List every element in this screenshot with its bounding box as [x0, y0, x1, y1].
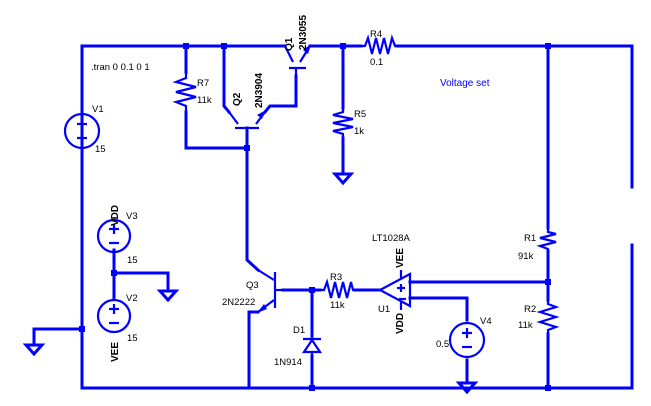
wire-q2-emitter-q1-base — [262, 74, 298, 115]
wire-opamp-noninverting — [408, 296, 469, 322]
wire-q2-collector — [222, 44, 232, 115]
q1-name: Q1 — [284, 37, 295, 51]
junction-dot — [340, 43, 346, 49]
junction-dot — [545, 43, 551, 49]
diode-d1-icon — [301, 336, 323, 356]
q2-name: Q2 — [232, 92, 243, 106]
d1-model: 1N914 — [274, 357, 302, 368]
resistor-r5-icon — [332, 108, 354, 138]
r3-value: 11k — [330, 300, 345, 311]
r3-name: R3 — [330, 272, 342, 283]
wire-top-rail — [80, 44, 279, 117]
r5-name: R5 — [354, 109, 366, 120]
q3-name: Q3 — [246, 280, 259, 291]
wire-supply-ground — [112, 271, 170, 292]
source-v4-icon — [448, 321, 486, 359]
v2-value: 15 — [127, 333, 138, 344]
vee-net-label: VEE — [110, 342, 121, 362]
wire-r7-bottom — [184, 110, 249, 150]
v3-name: V3 — [126, 211, 138, 222]
resistor-r3-icon — [320, 278, 355, 299]
transistor-q2-icon — [228, 110, 266, 130]
v1-name: V1 — [92, 104, 104, 115]
u1-model: LT1028A — [372, 233, 411, 244]
v4-name: V4 — [480, 316, 492, 327]
transistor-q1-icon — [275, 44, 318, 76]
transistor-q3-icon — [257, 269, 283, 313]
junction-dot — [221, 43, 227, 49]
junction-dot — [545, 385, 551, 391]
spice-directive[interactable]: .tran 0 0.1 0 1 — [91, 62, 150, 73]
vdd-net-label: VDD — [110, 205, 121, 226]
r4-name: R4 — [370, 29, 382, 40]
resistor-r1-icon — [536, 228, 557, 251]
junction-dot — [79, 326, 85, 332]
junction-dot — [309, 287, 315, 293]
resistor-r4-icon — [361, 34, 397, 55]
ground-symbols — [22, 172, 479, 395]
wire-q3-emitter — [247, 310, 260, 390]
source-v2-icon — [96, 298, 132, 334]
ground-icon — [455, 381, 479, 395]
annotation-text: Voltage set — [440, 78, 490, 89]
opamp-u1-icon — [377, 270, 412, 310]
wire-q2-base-q3-collector — [245, 126, 261, 273]
q2-model: 2N3904 — [254, 73, 265, 108]
junction-dots — [79, 43, 551, 391]
junction-dot — [244, 145, 250, 151]
v2-name: V2 — [126, 293, 138, 304]
source-v1-icon — [63, 112, 101, 152]
wire-bottom-rail — [80, 148, 634, 390]
wires — [32, 44, 634, 390]
u1-vdd-pin-label: VDD — [395, 313, 406, 334]
u1-name: U1 — [378, 304, 390, 315]
d1-name: D1 — [293, 325, 305, 336]
r5-value: 1k — [354, 126, 364, 137]
r1-name: R1 — [524, 233, 536, 244]
r2-value: 11k — [518, 320, 533, 331]
ground-icon — [331, 172, 355, 186]
r1-value: 91k — [518, 251, 534, 262]
resistor-r7-icon — [172, 72, 197, 112]
ground-icon — [22, 343, 46, 357]
q1-model: 2N3055 — [298, 15, 309, 50]
junction-dot — [309, 385, 315, 391]
r2-name: R2 — [524, 304, 536, 315]
v3-value: 15 — [127, 255, 138, 266]
u1-vee-pin-label: VEE — [395, 248, 406, 268]
junction-dot — [545, 279, 551, 285]
q3-model: 2N2222 — [222, 297, 255, 308]
r7-value: 11k — [197, 95, 212, 106]
r7-name: R7 — [197, 78, 209, 89]
junction-dot — [183, 43, 189, 49]
wire-v1-ground — [32, 327, 84, 345]
v4-value: 0.5 — [436, 339, 449, 350]
junction-dot — [111, 270, 117, 276]
v1-value: 15 — [95, 144, 106, 155]
resistor-r2-icon — [536, 300, 560, 334]
source-v3-icon — [96, 218, 132, 254]
ground-icon — [156, 289, 180, 303]
r4-value: 0.1 — [370, 57, 383, 68]
